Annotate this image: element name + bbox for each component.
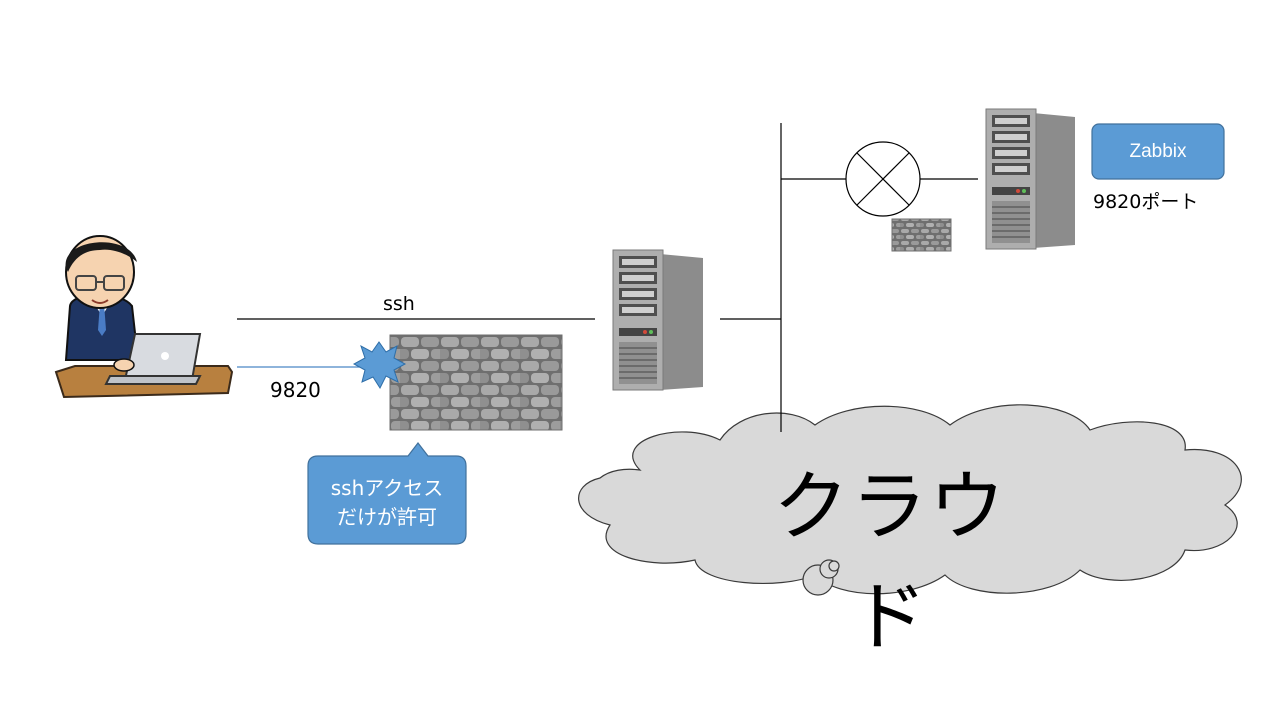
cloud-icon bbox=[578, 404, 1242, 596]
port-9820-label: 9820 bbox=[270, 378, 321, 402]
brick-wall-icon bbox=[389, 334, 563, 431]
ssh-label: ssh bbox=[383, 293, 415, 315]
callout-line-1: sshアクセス bbox=[330, 476, 444, 500]
callout-text: sshアクセス だけが許可 bbox=[308, 474, 466, 532]
server-icon bbox=[612, 249, 703, 391]
zabbix-box bbox=[1091, 123, 1225, 180]
server-icon bbox=[985, 108, 1075, 250]
zabbix-label: Zabbix bbox=[1129, 141, 1187, 162]
callout-bubble bbox=[307, 442, 467, 545]
person-at-laptop-icon bbox=[54, 235, 234, 399]
callout-line-2: だけが許可 bbox=[337, 505, 437, 529]
blocked-burst-icon bbox=[352, 341, 407, 390]
brick-wall-icon bbox=[891, 218, 952, 252]
cloud-label: クラウド bbox=[773, 462, 1007, 661]
circle-x-switch-icon bbox=[845, 141, 921, 217]
zabbix-port-label: 9820ポート bbox=[1093, 191, 1199, 213]
